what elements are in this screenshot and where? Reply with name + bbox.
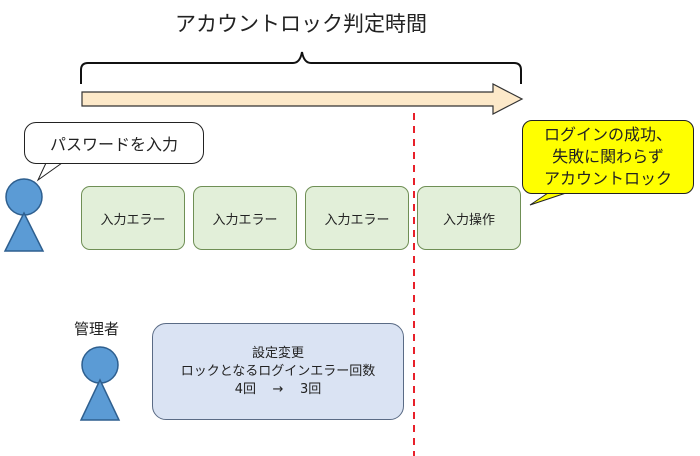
callout-line-1: ログインの成功、 (543, 125, 672, 144)
settings-line-2: ロックとなるログインエラー回数 (180, 363, 376, 379)
user-speech-text: パスワードを入力 (49, 135, 178, 154)
settings-to: 3回 (299, 381, 322, 397)
admin-label: 管理者 (74, 320, 120, 338)
user-person-icon (3, 178, 45, 252)
timeline-arrow (81, 83, 524, 115)
diagram-title: アカウントロック判定時間 (175, 12, 427, 36)
admin-person-icon (79, 346, 121, 421)
callout-line-3: アカウントロック (543, 169, 672, 188)
callout-line-2: 失敗に関わらず (552, 147, 664, 166)
step-input-operation: 入力操作 (417, 186, 521, 250)
step-input-error-3: 入力エラー (305, 186, 409, 250)
callout-tail (529, 192, 567, 206)
timespan-brace (80, 51, 522, 84)
speech-tail (36, 162, 63, 182)
settings-change-box: 設定変更 ロックとなるログインエラー回数 4回 → 3回 (152, 323, 404, 420)
step-input-error-1: 入力エラー (81, 186, 185, 250)
settings-from: 4回 (234, 381, 257, 397)
settings-line-1: 設定変更 (251, 345, 304, 361)
step-input-error-2: 入力エラー (193, 186, 297, 250)
settings-arrow: → (272, 381, 284, 397)
settings-value-row: 4回 → 3回 (153, 381, 403, 399)
user-speech-bubble: パスワードを入力 (24, 122, 204, 164)
account-lock-callout: ログインの成功、 失敗に関わらず アカウントロック (522, 120, 694, 194)
